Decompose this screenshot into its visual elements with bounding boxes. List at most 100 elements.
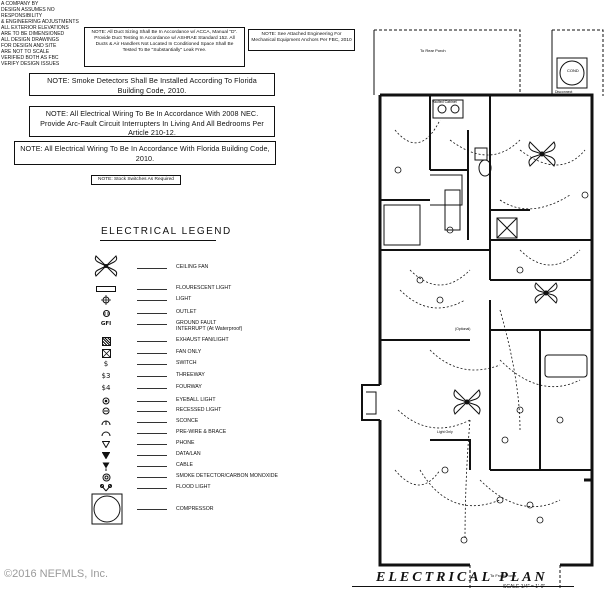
fan-only-icon (96, 347, 116, 359)
legend-row: $4 FOURWAY (90, 382, 330, 394)
gfi-glyph: GFI (100, 321, 112, 327)
legend-label: OUTLET (176, 309, 197, 315)
phone-icon (96, 438, 116, 450)
legend-row: FLOOD LIGHT (90, 482, 330, 494)
plan-scale: SCALE 1/4" = 1'-0" (503, 584, 546, 590)
legend-label: SWITCH (176, 360, 197, 366)
legend-leader (137, 388, 167, 389)
exhaust-fan-light-icon (96, 335, 116, 347)
legend-row: EYEBALL LIGHT (90, 395, 330, 407)
threeway-glyph: $3 (101, 372, 111, 380)
legend-label: FOURWAY (176, 384, 202, 390)
header-line: VERIFY DESIGN ISSUES (1, 61, 60, 67)
legend-row: RECESSED LIGHT (90, 405, 330, 417)
header-line: DESIGN ASSUMES NO RESPONSIBILITY (1, 7, 55, 19)
rear-porch-outline (374, 29, 521, 95)
compressor-unit (556, 57, 588, 89)
electrical-fbc-note: NOTE: All Electrical Wiring To Be In Acc… (14, 141, 276, 165)
legend-label: RECESSED LIGHT (176, 407, 222, 413)
legend-label: FLOURESCENT LIGHT (176, 285, 232, 291)
engineering-note: NOTE: See Attached Engineering For Mecha… (248, 29, 355, 51)
duct-note-text: NOTE: All Duct Sizing Shall Be In Accord… (91, 30, 238, 53)
electrical-fbc-note-text: NOTE: All Electrical Wiring To Be In Acc… (20, 144, 270, 163)
light-icon (96, 294, 116, 306)
legend-leader (137, 376, 167, 377)
legend-leader (137, 509, 167, 510)
legend-row: $ SWITCH (90, 358, 330, 370)
legend-leader (137, 300, 167, 301)
legend-row: GFI GROUND FAULT INTERRUPT (At Waterproo… (90, 318, 330, 332)
fourway-glyph: $4 (101, 384, 111, 392)
bathtub (544, 354, 588, 378)
legend-row: EXHAUST FAN/LIGHT (90, 335, 330, 347)
stock-switches-note: NOTE: Stock Switches As Required (91, 175, 181, 185)
legend-leader (137, 324, 167, 325)
legend-row: $3 THREEWAY (90, 370, 330, 382)
fourway-icon: $4 (96, 382, 116, 394)
gfi-icon: GFI (96, 318, 116, 330)
legend-row: PRE-WIRE & BRACE (90, 427, 330, 439)
legend-label: FLOOD LIGHT (176, 484, 211, 490)
legend-label: CABLE (176, 462, 194, 468)
legend-row: CEILING FAN (90, 255, 330, 277)
legend-row: LIGHT (90, 294, 330, 306)
electrical-wiring-note-text: NOTE: All Electrical Wiring To Be In Acc… (40, 109, 264, 137)
header-line: ARE TO BE DIMENSIONED (1, 31, 65, 37)
legend-leader (137, 488, 167, 489)
ceiling-fan-icon (94, 255, 118, 277)
outer-wall (380, 93, 594, 482)
legend-label: FAN ONLY (176, 349, 202, 355)
legend-leader (137, 422, 167, 423)
legend-leader (137, 401, 167, 402)
legend-leader (137, 466, 167, 467)
header-line: ARE NOT TO SCALE (1, 49, 50, 55)
legend-row: FLOURESCENT LIGHT (90, 283, 330, 295)
electrical-wiring-note: NOTE: All Electrical Wiring To Be In Acc… (29, 106, 275, 137)
legend-label: THREEWAY (176, 372, 205, 378)
data-lan-icon (96, 449, 116, 461)
legend-row: FAN ONLY (90, 347, 330, 359)
smoke-detector-note-text: NOTE: Smoke Detectors Shall Be Installed… (47, 76, 257, 95)
legend-label: EXHAUST FAN/LIGHT (176, 337, 229, 343)
legend-label: LIGHT (176, 296, 192, 302)
bay-window (361, 384, 380, 421)
legend-label: SMOKE DETECTOR/CARBON MONOXIDE (176, 473, 278, 479)
legend-leader (137, 341, 167, 342)
stock-switches-note-text: NOTE: Stock Switches As Required (98, 177, 174, 182)
legend-leader (137, 433, 167, 434)
legend-leader (137, 444, 167, 445)
legend-leader (137, 289, 167, 290)
optional-label: (Optional) (455, 327, 470, 331)
legend-label: PRE-WIRE & BRACE (176, 429, 227, 435)
recessed-light-icon (96, 405, 116, 417)
legend-label: CEILING FAN (176, 264, 209, 270)
legend-leader (137, 364, 167, 365)
legend-leader (137, 455, 167, 456)
designer-header: A COMPANY BY DESIGN ASSUMES NO RESPONSIB… (1, 1, 81, 67)
disconnect-label: Disconnect (555, 90, 572, 94)
legend-row: PHONE (90, 438, 330, 450)
legend-title: ELECTRICAL LEGEND (101, 226, 232, 237)
header-line: ALL EXTERIOR ELEVATIONS (1, 25, 69, 31)
duct-note: NOTE: All Duct Sizing Shall Be In Accord… (84, 27, 245, 67)
legend-label: PHONE (176, 440, 195, 446)
switch-icon: $ (96, 358, 116, 370)
legend-title-underline (100, 240, 216, 241)
light-only-label: Light Only (437, 430, 453, 434)
outlet-icon (96, 307, 116, 319)
legend-leader (137, 411, 167, 412)
lanai-outline (552, 29, 604, 96)
engineering-note-text: NOTE: See Attached Engineering For Mecha… (251, 32, 352, 43)
rear-porch-label: To Rear Porch (420, 48, 446, 53)
header-line: & ENGINEERING ADJUSTMENTS (1, 19, 79, 25)
sconce-icon (96, 416, 116, 428)
switch-glyph: $ (103, 360, 109, 368)
legend-row: OUTLET (90, 307, 330, 319)
legend-label: COMPRESSOR (176, 506, 214, 512)
legend-label: EYEBALL LIGHT (176, 397, 216, 403)
header-line: VERIFIED BOTH AS FBC (1, 55, 59, 61)
legend-row: COMPRESSOR (90, 493, 330, 525)
legend-row: CABLE (90, 460, 330, 472)
legend-row: SCONCE (90, 416, 330, 428)
ceiling-fan-plan (528, 141, 556, 167)
